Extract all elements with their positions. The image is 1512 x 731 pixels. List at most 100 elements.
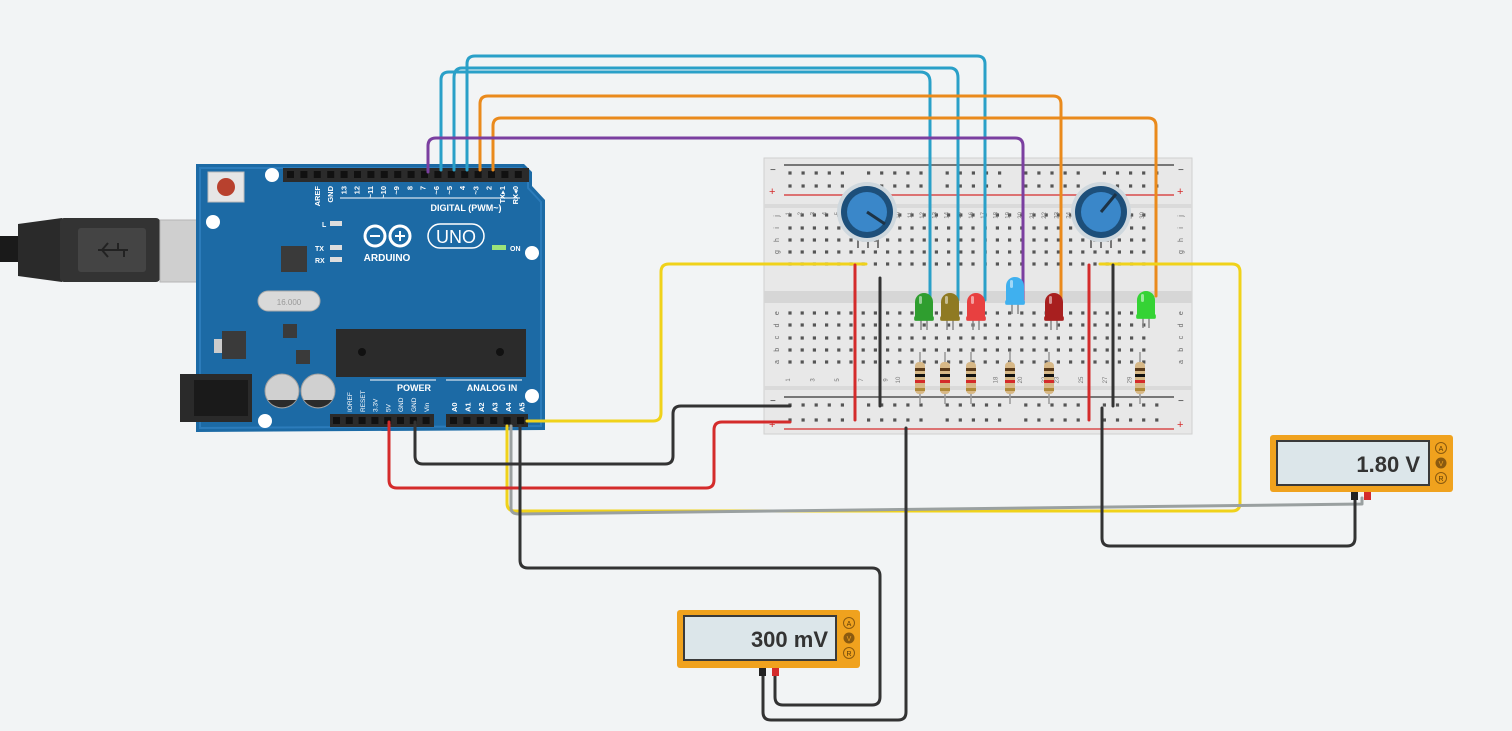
power-header[interactable] (330, 414, 434, 427)
header-pin[interactable] (300, 171, 308, 178)
probe-negative[interactable] (759, 668, 766, 676)
resistor[interactable] (915, 352, 925, 404)
probe-positive[interactable] (772, 668, 779, 676)
column-number: 21 (1030, 211, 1036, 218)
mode-button-a[interactable]: A (1435, 442, 1447, 454)
svg-text:R: R (1438, 476, 1443, 483)
led-green[interactable] (914, 293, 934, 330)
column-number: 9 (884, 378, 890, 382)
header-pin[interactable] (450, 417, 457, 424)
row-letter: c (774, 335, 781, 339)
wire-orange[interactable] (478, 94, 1063, 302)
header-pin[interactable] (476, 417, 484, 424)
power-pin-label: 5V (385, 403, 392, 412)
wire-black[interactable] (761, 426, 908, 722)
resistor[interactable] (1005, 352, 1015, 404)
led-bright-green[interactable] (1136, 291, 1156, 328)
header-pin[interactable] (488, 171, 495, 178)
column-number: 15 (957, 211, 963, 218)
mode-button-v[interactable]: V (1435, 457, 1447, 469)
arduino-brand: ARDUINO (364, 253, 411, 264)
header-pin[interactable] (463, 417, 471, 424)
header-pin[interactable] (380, 171, 388, 178)
header-pin[interactable] (397, 417, 404, 424)
header-pin[interactable] (447, 171, 455, 178)
header-pin[interactable] (490, 417, 498, 424)
svg-text:A: A (847, 621, 852, 628)
digital-pin-label: GND (326, 185, 335, 202)
resistor[interactable] (940, 352, 950, 404)
led-dark-red[interactable] (1044, 293, 1064, 330)
column-number: 20 (1018, 376, 1024, 383)
mode-button-a[interactable]: A (843, 617, 855, 629)
header-pin[interactable] (501, 171, 509, 178)
mode-button-r[interactable]: R (843, 647, 855, 659)
wire-blue[interactable] (452, 66, 960, 302)
reset-button[interactable] (207, 171, 245, 203)
header-pin[interactable] (287, 171, 294, 178)
header-pin[interactable] (333, 417, 340, 424)
probe-positive[interactable] (1364, 492, 1371, 500)
column-number: 18 (993, 376, 999, 383)
header-pin[interactable] (371, 417, 379, 424)
wire-yellow[interactable] (505, 262, 1242, 513)
digital-pin-label: ~3 (471, 186, 480, 195)
header-pin[interactable] (384, 417, 392, 424)
wire-blue[interactable] (439, 70, 932, 302)
header-pin[interactable] (407, 171, 415, 178)
column-number: 2 (798, 211, 804, 215)
header-pin[interactable] (517, 417, 524, 424)
header-pin[interactable] (358, 417, 366, 424)
multimeter[interactable]: 300 mV A V R (677, 610, 860, 676)
led-label-rx: RX (315, 258, 325, 265)
multimeter-screen (1278, 442, 1428, 484)
digital-pin-label: ~6 (432, 186, 441, 195)
header-pin[interactable] (340, 171, 348, 178)
led-red[interactable] (966, 293, 986, 330)
wire-red[interactable] (387, 420, 792, 490)
resistor[interactable] (966, 352, 976, 404)
resistor[interactable] (1044, 352, 1054, 404)
row-letter: i (774, 227, 781, 229)
header-pin[interactable] (367, 171, 375, 178)
led-olive[interactable] (940, 293, 960, 330)
row-letter: b (774, 348, 781, 352)
header-pin[interactable] (514, 171, 522, 178)
column-number: 12 (920, 211, 926, 218)
wire-purple[interactable] (426, 136, 1025, 304)
header-pin[interactable] (327, 171, 335, 178)
header-pin[interactable] (434, 171, 442, 178)
wire-blue[interactable] (465, 54, 987, 302)
header-pin[interactable] (409, 417, 417, 424)
crystal-label: 16.000 (277, 298, 302, 307)
header-pin[interactable] (394, 171, 402, 178)
digital-pin-label: 2 (485, 186, 494, 190)
row-letter: i (1178, 227, 1185, 229)
wire-orange[interactable] (491, 116, 1158, 298)
potentiometer-knob[interactable] (837, 182, 897, 248)
multimeter[interactable]: 1.80 V A V R (1270, 435, 1453, 500)
header-pin[interactable] (503, 417, 511, 424)
wire-black[interactable] (413, 404, 792, 466)
analog-header[interactable] (446, 414, 528, 427)
resistor[interactable] (1135, 352, 1145, 404)
header-pin[interactable] (421, 171, 428, 178)
header-pin[interactable] (354, 171, 361, 178)
header-pin[interactable] (461, 171, 469, 178)
power-jack[interactable] (180, 374, 252, 422)
wire-black[interactable] (1100, 406, 1357, 548)
probe-negative[interactable] (1351, 492, 1358, 500)
header-pin[interactable] (474, 171, 482, 178)
header-pin[interactable] (345, 417, 353, 424)
header-pin[interactable] (313, 171, 321, 178)
header-pin[interactable] (422, 417, 430, 424)
wire-black[interactable] (518, 424, 882, 707)
led-blue[interactable] (1005, 277, 1025, 314)
mode-button-r[interactable]: R (1435, 472, 1447, 484)
power-pin-label: 3.3V (373, 398, 380, 412)
wire-gray[interactable] (509, 424, 1364, 516)
potentiometer-knob[interactable] (1071, 182, 1131, 248)
mode-button-v[interactable]: V (843, 632, 855, 644)
